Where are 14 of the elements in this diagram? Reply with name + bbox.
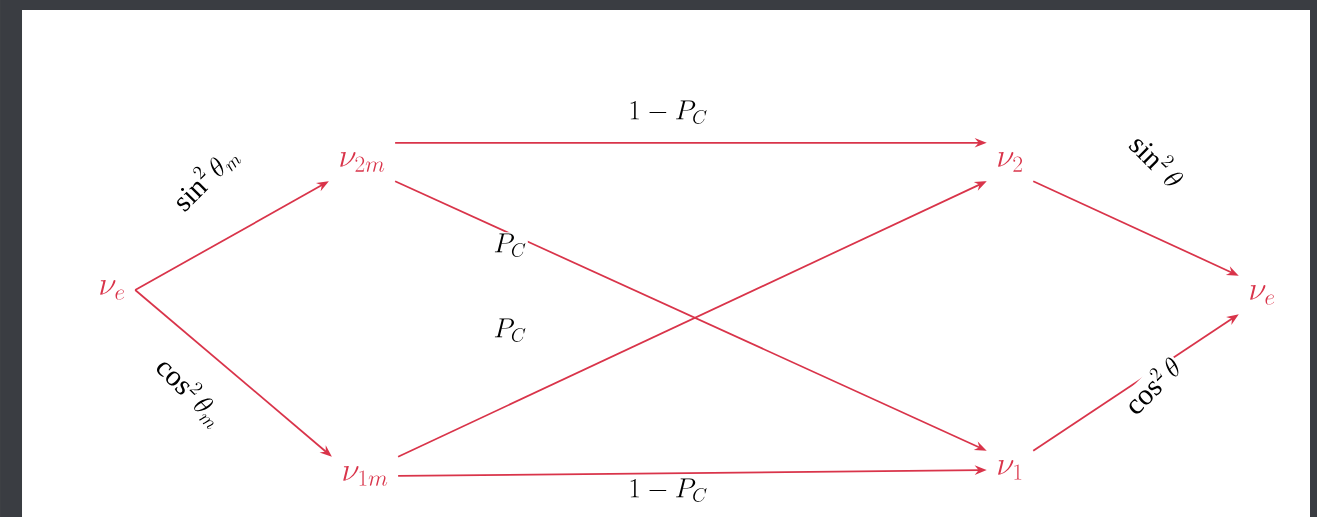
neutrino-label: $\nu_1$ [998, 460, 1022, 480]
neutrino-label: $\nu_2$ [998, 152, 1023, 172]
edge-label: $\sin^2\theta_m$ [165, 138, 245, 218]
neutrino-label: $\nu_{1m}$ [343, 466, 388, 486]
edge-label: $1-P_C$ [626, 99, 710, 125]
edge-label: $P_C$ [492, 232, 528, 258]
edge-label: $\cos^2\theta$ [1118, 351, 1186, 419]
edge-label: $\cos^2\theta_m$ [149, 351, 231, 433]
edge-label: $P_C$ [492, 317, 528, 343]
neutrino-label: $\nu_{2m}$ [340, 152, 385, 172]
neutrino-label: $\nu_e$ [1250, 285, 1275, 305]
edge-label: $1-P_C$ [626, 477, 710, 503]
neutrino-label: $\nu_e$ [100, 280, 125, 300]
edge-label: $\sin^2\theta$ [1125, 127, 1191, 193]
